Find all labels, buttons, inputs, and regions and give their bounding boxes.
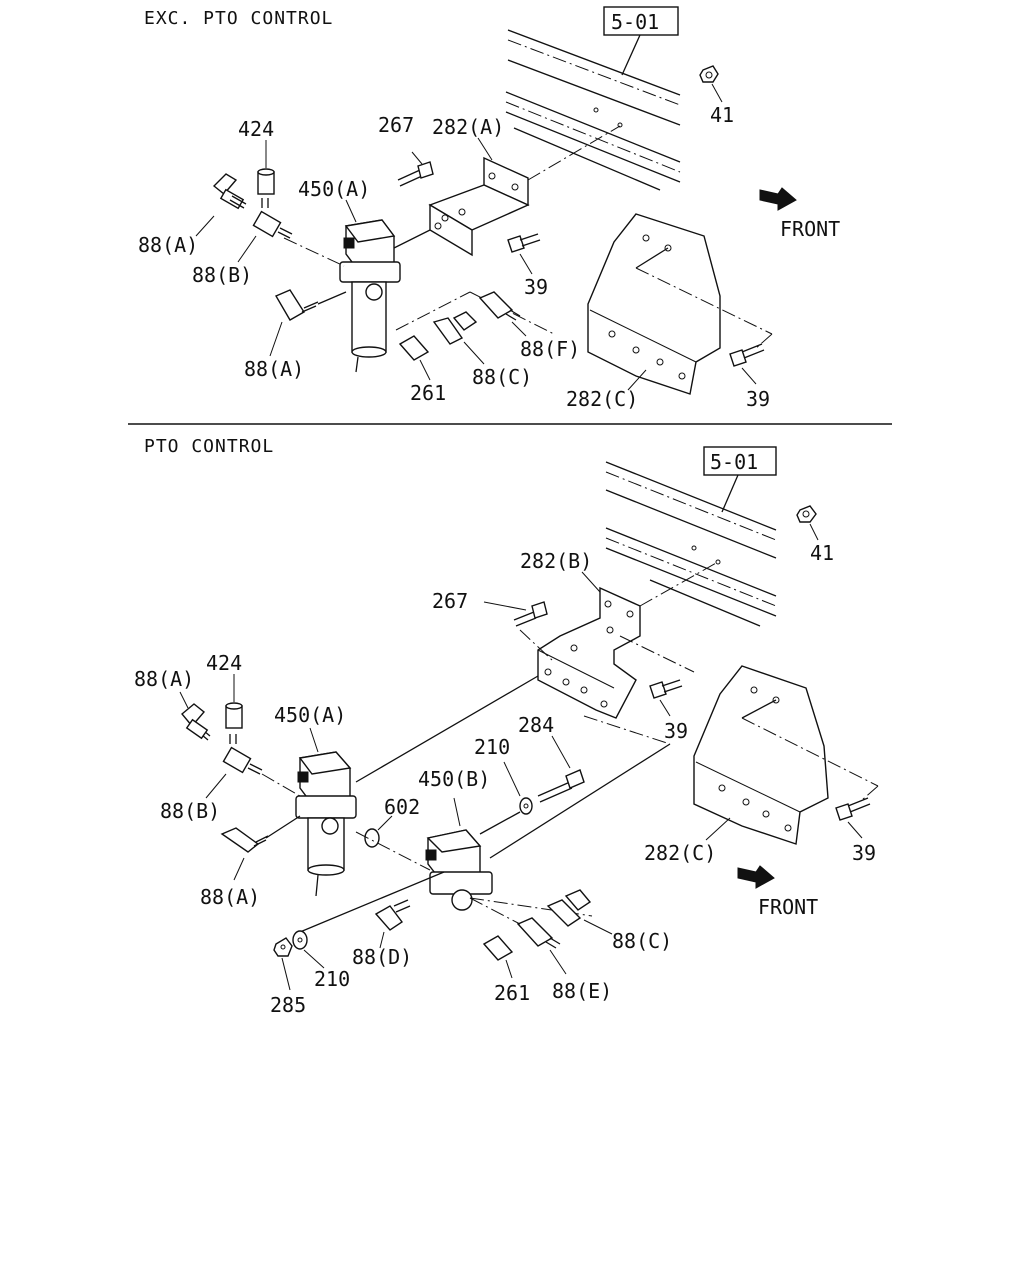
bottom-label-282b: 282(B) — [520, 549, 592, 573]
top-label-450a: 450(A) — [298, 177, 370, 201]
bottom-label-39-2: 39 — [852, 841, 876, 865]
elbow-88a-bottom-upper-icon — [181, 703, 211, 741]
tee-88b-icon — [252, 198, 293, 239]
tee-88b-bottom-icon — [222, 734, 263, 775]
bolt-39-bottom-lower-icon — [835, 797, 871, 821]
top-ref-box[interactable]: 5-01 — [603, 6, 679, 76]
bolt-284-icon — [537, 769, 585, 803]
top-label-267: 267 — [378, 113, 414, 137]
bracket-282a — [428, 156, 530, 257]
bottom-label-39-1: 39 — [664, 719, 688, 743]
fitting-424-bottom-icon — [225, 702, 243, 729]
valve-450a-bottom-icon — [295, 751, 357, 897]
fitting-424-icon — [257, 168, 275, 195]
front-arrow-icon — [759, 187, 797, 211]
bottom-section-title: PTO CONTROL — [144, 436, 274, 457]
bottom-label-285: 285 — [270, 993, 306, 1017]
elbow-88a-lower-icon — [274, 289, 319, 321]
top-label-88c: 88(C) — [472, 365, 532, 389]
elbow-88c-icon — [432, 311, 478, 345]
nut-285-icon — [273, 937, 293, 957]
bottom-label-450a: 450(A) — [274, 703, 346, 727]
bottom-ref-box-label: 5-01 — [710, 450, 758, 474]
bottom-label-210-2: 210 — [314, 967, 350, 991]
bolt-267-bottom-icon — [513, 601, 548, 627]
top-ref-box-label: 5-01 — [611, 10, 659, 34]
bottom-label-267: 267 — [432, 589, 468, 613]
top-front-label: FRONT — [780, 217, 840, 241]
front-arrow-bottom-icon — [737, 865, 775, 889]
elbow-88a-bottom-lower-icon — [220, 827, 269, 853]
plug-261-bottom-icon — [482, 935, 514, 961]
top-label-88f: 88(F) — [520, 337, 580, 361]
top-label-261: 261 — [410, 381, 446, 405]
washer-210-upper-icon — [519, 797, 533, 815]
washer-210-lower-icon — [292, 930, 308, 950]
nut-41-bottom-icon — [796, 505, 817, 523]
top-label-424: 424 — [238, 117, 274, 141]
top-section: EXC. PTO CONTROL 5-01 41 — [138, 6, 840, 411]
elbow-88d-icon — [374, 899, 411, 931]
o-ring-602-icon — [364, 828, 380, 848]
bottom-label-88a-2: 88(A) — [200, 885, 260, 909]
elbow-88a-upper-icon — [212, 173, 247, 210]
top-label-88b: 88(B) — [192, 263, 252, 287]
bottom-label-88c: 88(C) — [612, 929, 672, 953]
top-label-282a: 282(A) — [432, 115, 504, 139]
valve-450a-icon — [339, 219, 401, 373]
top-section-title: EXC. PTO CONTROL — [144, 8, 333, 29]
bottom-label-41: 41 — [810, 541, 834, 565]
bottom-label-261: 261 — [494, 981, 530, 1005]
bottom-label-88b: 88(B) — [160, 799, 220, 823]
bottom-label-88d: 88(D) — [352, 945, 412, 969]
top-frame-rail — [505, 29, 681, 191]
bolt-39-upper-icon — [507, 233, 541, 253]
top-label-88a-2: 88(A) — [244, 357, 304, 381]
bolt-39-bottom-upper-icon — [649, 679, 683, 699]
nut-41-icon — [699, 65, 719, 83]
top-label-282c: 282(C) — [566, 387, 638, 411]
elbow-88c-bottom-icon — [546, 889, 592, 927]
bottom-front-label: FRONT — [758, 895, 818, 919]
bottom-label-88a-1: 88(A) — [134, 667, 194, 691]
bracket-282c-bottom — [693, 665, 829, 845]
top-label-39-1: 39 — [524, 275, 548, 299]
top-label-39-2: 39 — [746, 387, 770, 411]
bottom-label-88e: 88(E) — [552, 979, 612, 1003]
bottom-label-602: 602 — [384, 795, 420, 819]
bottom-section: PTO CONTROL 5-01 41 — [134, 436, 879, 1017]
bracket-282b — [537, 586, 641, 719]
bolt-267-icon — [397, 161, 434, 187]
bracket-282c — [587, 213, 721, 395]
valve-450b-icon — [425, 829, 493, 911]
bottom-label-282c: 282(C) — [644, 841, 716, 865]
bottom-label-424: 424 — [206, 651, 242, 675]
bottom-frame-rail — [605, 461, 777, 627]
top-label-88a-1: 88(A) — [138, 233, 198, 257]
bottom-label-284: 284 — [518, 713, 554, 737]
plug-261-icon — [398, 335, 430, 361]
top-label-41: 41 — [710, 103, 734, 127]
fitting-88f-icon — [478, 291, 521, 321]
bottom-ref-box[interactable]: 5-01 — [703, 446, 777, 513]
bottom-label-210-1: 210 — [474, 735, 510, 759]
bottom-label-450b: 450(B) — [418, 767, 490, 791]
bolt-39-lower-icon — [729, 343, 765, 367]
fitting-88e-icon — [516, 917, 561, 949]
